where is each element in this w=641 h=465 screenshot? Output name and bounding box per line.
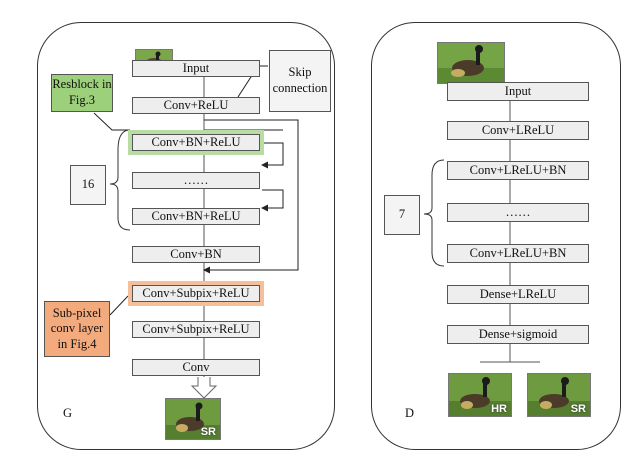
g-subpix-block-2: Conv+Subpix+ReLU [132, 321, 260, 338]
g-resblock-last: Conv+BN+ReLU [132, 208, 260, 225]
d-dense-lrelu-block: Dense+LReLU [447, 285, 589, 304]
goose-photo-icon [438, 43, 504, 83]
discriminator-input-image [437, 42, 505, 84]
sr-badge: SR [570, 403, 586, 415]
goose-photo-icon [449, 374, 511, 416]
d-conv-lrelu-block: Conv+LReLU [447, 121, 589, 140]
d-conv-lrelu-bn-first: Conv+LReLU+BN [447, 161, 589, 180]
d-conv-lrelu-bn-last: Conv+LReLU+BN [447, 244, 589, 263]
hr-badge: HR [491, 403, 507, 415]
resblock-note: Resblock in Fig.3 [51, 74, 113, 112]
g-conv-relu-block: Conv+ReLU [132, 97, 260, 114]
repeat-count-16: 16 [70, 165, 106, 205]
generator-label: G [63, 406, 73, 420]
generator-output-image: SR [165, 398, 221, 440]
g-conv-block: Conv [132, 359, 260, 376]
g-subpix-block-1: Conv+Subpix+ReLU [128, 281, 264, 306]
g-resblock-ellipsis: …… [132, 172, 260, 189]
sr-output-image: SR [527, 373, 591, 417]
goose-photo-icon [166, 399, 220, 439]
discriminator-label: D [405, 406, 415, 420]
d-input-block: Input [447, 82, 589, 101]
subpixel-note: Sub-pixel conv layer in Fig.4 [44, 301, 110, 357]
skip-connection-note: Skip connection [269, 50, 331, 112]
repeat-count-7: 7 [384, 195, 420, 235]
goose-photo-icon [528, 374, 590, 416]
hr-output-image: HR [448, 373, 512, 417]
g-conv-bn-block: Conv+BN [132, 246, 260, 263]
g-input-block: Input [132, 60, 260, 77]
g-resblock-first: Conv+BN+ReLU [128, 130, 264, 155]
d-ellipsis-block: …… [447, 203, 589, 222]
sr-badge: SR [200, 426, 216, 438]
d-dense-sigmoid-block: Dense+sigmoid [447, 325, 589, 344]
